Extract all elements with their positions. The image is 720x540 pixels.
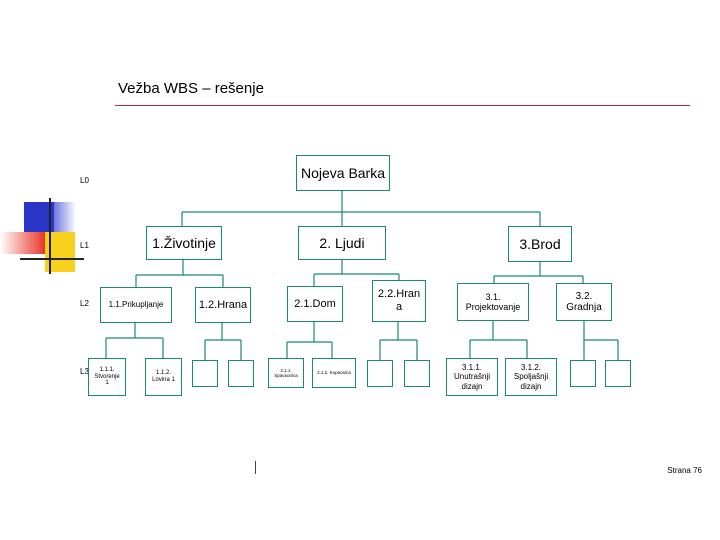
decor-blue-shadow [54, 202, 76, 232]
wbs-node-2-1-2: 2.1.2. Kupaonica [312, 358, 356, 388]
wbs-node-1-2: 1.2.Hrana [195, 287, 251, 323]
wbs-node-2-2: 2.2.Hran a [372, 280, 426, 322]
wbs-node-empty-2 [228, 360, 254, 387]
level-label-l0: L0 [80, 176, 89, 185]
wbs-node-empty-6 [605, 360, 631, 387]
wbs-node-1-1-1: 1.1.1. Stvorenje 1 [88, 358, 126, 396]
wbs-node-1-1-2: 1.1.2. Lovina 1 [145, 358, 182, 396]
wbs-node-empty-5 [570, 360, 596, 387]
wbs-node-empty-3 [367, 360, 393, 387]
page-title: Vežba WBS – rešenje [118, 80, 264, 97]
level-label-l1: L1 [80, 241, 89, 250]
decor-horizontal-line [20, 258, 84, 260]
wbs-node-3-1-1: 3.1.1. Unutrašnji dizajn [446, 358, 498, 396]
wbs-node-root: Nojeva Barka [296, 155, 390, 191]
decor-red-block [0, 232, 45, 254]
wbs-node-3-1-2: 3.1.2. Spoljašnji dizajn [505, 358, 557, 396]
wbs-node-1-1: 1.1.Prikupljanje [100, 287, 172, 323]
wbs-node-empty-1 [192, 360, 218, 387]
level-label-l3: L3 [80, 367, 89, 376]
wbs-node-3-1: 3.1. Projektovanje [457, 283, 529, 321]
wbs-node-3-2: 3.2. Gradnja [556, 283, 612, 321]
page-number: Strana 76 [667, 466, 702, 475]
wbs-node-empty-4 [404, 360, 430, 387]
text-cursor [255, 461, 256, 474]
wbs-node-2: 2. Ljudi [298, 226, 386, 260]
level-label-l2: L2 [80, 299, 89, 308]
title-underline [115, 105, 690, 106]
decor-vertical-line [49, 198, 51, 274]
wbs-node-2-1-1: 2.1.1. Spavaonica [268, 358, 304, 388]
wbs-node-3: 3.Brod [508, 226, 572, 262]
wbs-node-2-1: 2.1.Dom [287, 286, 343, 322]
wbs-node-1: 1.Životinje [146, 226, 222, 260]
